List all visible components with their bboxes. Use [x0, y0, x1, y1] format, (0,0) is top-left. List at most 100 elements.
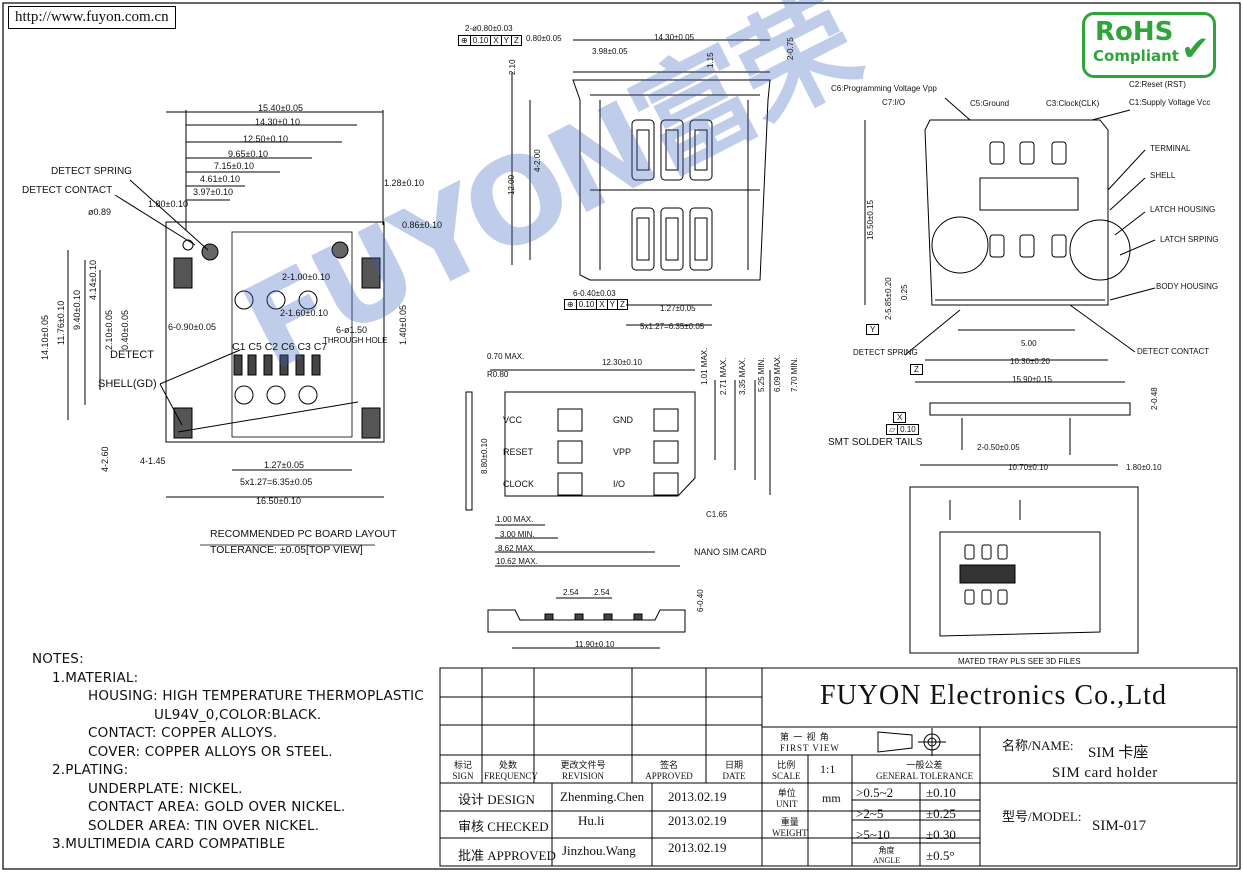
position-symbol-icon: ⊕ — [565, 300, 577, 309]
side-profile-body — [929, 402, 1131, 416]
dim-label: 4-2.60 — [100, 446, 110, 472]
pcb-layout-view — [67, 110, 385, 546]
nano-sim-view — [465, 369, 771, 567]
contact-fingers-lower — [631, 207, 713, 271]
connector-body-outline — [572, 79, 771, 281]
dim-label: 1.80±0.10 — [1126, 463, 1162, 472]
mated-tray-view — [909, 486, 1139, 654]
through-hole — [298, 290, 318, 310]
part-callout: DETECT SPRING — [853, 348, 918, 357]
contact-callout: C3:Clock(CLK) — [1046, 99, 1100, 108]
unit-value: mm — [822, 791, 841, 805]
dim-label: 2-0.48 — [1150, 387, 1159, 410]
datum-x: X — [597, 300, 608, 309]
contact-callout: C6:Programming Voltage Vpp — [831, 84, 937, 93]
part-name-en: SIM card holder — [1052, 765, 1158, 781]
contact-label: C2 — [264, 341, 279, 353]
pad-io — [653, 472, 679, 496]
contact-callout: C7:I/O — [882, 98, 906, 107]
note-line: HOUSING: HIGH TEMPERATURE THERMOPLASTIC — [88, 688, 424, 704]
dim-label: 2-0.75 — [786, 37, 795, 60]
website-url[interactable]: http://www.fuyon.com.cn — [8, 6, 176, 29]
dim-label: 5x1.27=6.35±0.05 — [640, 322, 705, 331]
dim-label: 1.27±0.05 — [264, 460, 304, 470]
dim-label: 10.70±0.10 — [1008, 463, 1048, 472]
tray-outline — [487, 609, 686, 633]
notes-block: NOTES: 1.MATERIAL: HOUSING: HIGH TEMPERA… — [32, 650, 424, 854]
dim-label: 2.10±0.05 — [104, 310, 114, 350]
detect-hole-small — [182, 239, 194, 251]
dim-label: 1.80±0.10 — [148, 199, 188, 209]
tol-range: >0.5~2 — [856, 785, 894, 800]
dim-label: 15.40±0.05 — [258, 103, 303, 113]
latch-housing-right — [1069, 219, 1131, 281]
dim-label: C1.65 — [706, 510, 728, 519]
company-name: FUYON Electronics Co.,Ltd — [820, 680, 1167, 711]
rohs-text: RoHS — [1095, 17, 1174, 47]
dim-label: 8.62 MAX. — [498, 544, 536, 553]
slot-top-left — [173, 257, 193, 289]
pad-label-clock: CLOCK — [503, 479, 535, 489]
dim-label: 2.71 MAX. — [719, 357, 728, 395]
dim-label: 12.50±0.10 — [243, 134, 288, 144]
datum-z-box: Z — [910, 364, 923, 375]
dim-label: 6.09 MAX. — [773, 354, 782, 392]
datum-x-box: X — [893, 412, 907, 423]
dim-label: 2.10 — [508, 59, 517, 75]
note-line: CONTACT: COPPER ALLOYS. — [88, 725, 278, 741]
dim-label: 0.40±0.05 — [120, 310, 130, 350]
detect-contact-label: DETECT CONTACT — [22, 185, 113, 196]
smt-solder-label: SMT SOLDER TAILS — [828, 437, 923, 448]
dim-label: 2-0.50±0.05 — [977, 443, 1020, 452]
detect-spring-leader — [129, 179, 209, 251]
note-line: CONTACT AREA: GOLD OVER NICKEL. — [88, 799, 346, 815]
dim-label: 14.10±0.05 — [40, 315, 50, 360]
datum-y: Y — [501, 36, 512, 45]
pcb-tolerance: TOLERANCE: ±0.05[TOP VIEW] — [210, 544, 363, 556]
datum-x: X — [491, 36, 502, 45]
tol-value: ±0.10 — [926, 785, 956, 800]
dim-label: 14.30±0.10 — [255, 117, 300, 127]
contact-label: C6 — [281, 341, 295, 353]
checker-name: Hu.li — [578, 813, 605, 828]
shell-gd-label: SHELL(GD) — [98, 378, 157, 390]
rohs-badge: RoHS Compliant ✔ — [1082, 12, 1216, 78]
dim-label: 15.90±0.15 — [1012, 375, 1052, 384]
flatness-tolerance: 0.10 — [900, 425, 916, 434]
contact-callout: C1:Supply Voltage Vcc — [1129, 98, 1211, 107]
pad-label-io: I/O — [613, 479, 626, 489]
checkmark-icon: ✔ — [1181, 30, 1210, 68]
contact-fingers-upper — [631, 119, 713, 181]
dim-label: 11.90±0.10 — [575, 640, 615, 649]
title-block-grid — [439, 667, 1238, 867]
dim-label: 8.80±0.10 — [480, 438, 489, 474]
notes-heading: NOTES: — [32, 651, 84, 667]
dim-label: 6-ø1.50 — [336, 325, 368, 335]
part-callout: TERMINAL — [1150, 144, 1191, 153]
tol-range: >2~5 — [856, 806, 884, 821]
flatness-icon: ▱ — [887, 425, 899, 434]
dim-label: 1.28±0.10 — [384, 178, 424, 188]
part-callout: LATCH HOUSING — [1150, 205, 1216, 214]
contact-label: C5 — [248, 341, 262, 353]
dim-label: 12.30±0.10 — [602, 358, 642, 367]
connector-top-view — [511, 39, 771, 326]
checked-date: 2013.02.19 — [668, 813, 727, 828]
contact-label: C1 — [232, 341, 246, 353]
dim-label: 11.76±0.10 — [56, 300, 66, 345]
slot-dim-label: 6-0.90±0.05 — [168, 322, 216, 332]
dim-label: 1.15 — [706, 52, 715, 68]
designer-name: Zhenming.Chen — [560, 789, 645, 804]
detect-spring-label: DETECT SPRING — [51, 166, 132, 177]
dim-label: 4.61±0.10 — [200, 174, 240, 184]
dim-label: 0.80±0.05 — [526, 34, 562, 43]
pcb-inner-outline — [231, 231, 353, 438]
dim-label: 0.70 MAX. — [487, 352, 525, 361]
model-number: SIM-017 — [1092, 818, 1147, 834]
connector-shell — [924, 119, 1109, 306]
